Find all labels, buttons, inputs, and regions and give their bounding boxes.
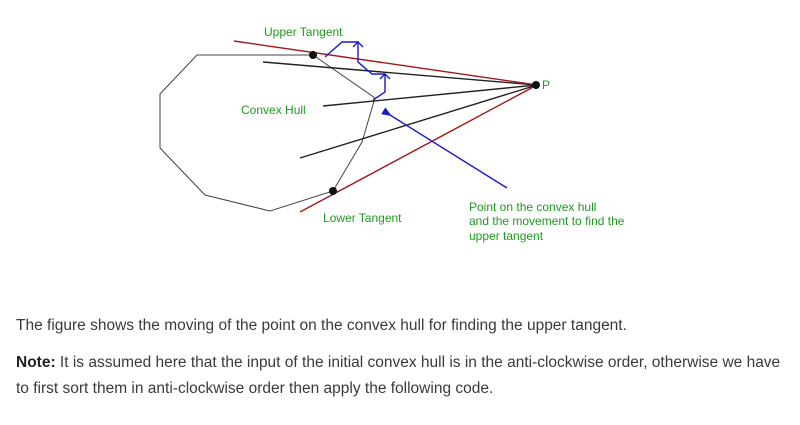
lower-tangent-label: Lower Tangent (323, 211, 402, 225)
connector-line-3 (299, 84, 538, 159)
convex-hull-label: Convex Hull (241, 103, 306, 117)
connector-line-1 (262, 61, 538, 86)
figure-description: The figure shows the moving of the point… (16, 317, 627, 334)
note-paragraph: Note: It is assumed here that the input … (16, 350, 786, 402)
annotation-line-2: and the movement to find the (469, 214, 625, 228)
convex-hull-diagram: Upper Tangent Convex Hull Lower Tangent … (159, 25, 625, 243)
annotation-arrow (381, 107, 508, 189)
upper-tangent-line (233, 40, 538, 86)
movement-path (324, 41, 386, 101)
upper-tangent-point (309, 51, 317, 59)
note-label: Note: (16, 354, 56, 371)
connector-line-2 (322, 84, 538, 107)
lower-tangent-point (329, 187, 337, 195)
convex-hull-polygon (159, 54, 376, 212)
point-p-label: P (542, 78, 550, 92)
movement-arrowhead-mid (379, 73, 391, 80)
annotation-line-1: Point on the convex hull (469, 200, 596, 214)
annotation-line-3: upper tangent (469, 229, 544, 243)
upper-tangent-label: Upper Tangent (264, 25, 343, 39)
note-body: It is assumed here that the input of the… (16, 354, 781, 397)
movement-arrowhead-top (352, 41, 364, 48)
point-p (532, 81, 540, 89)
lower-tangent-line (299, 84, 538, 213)
